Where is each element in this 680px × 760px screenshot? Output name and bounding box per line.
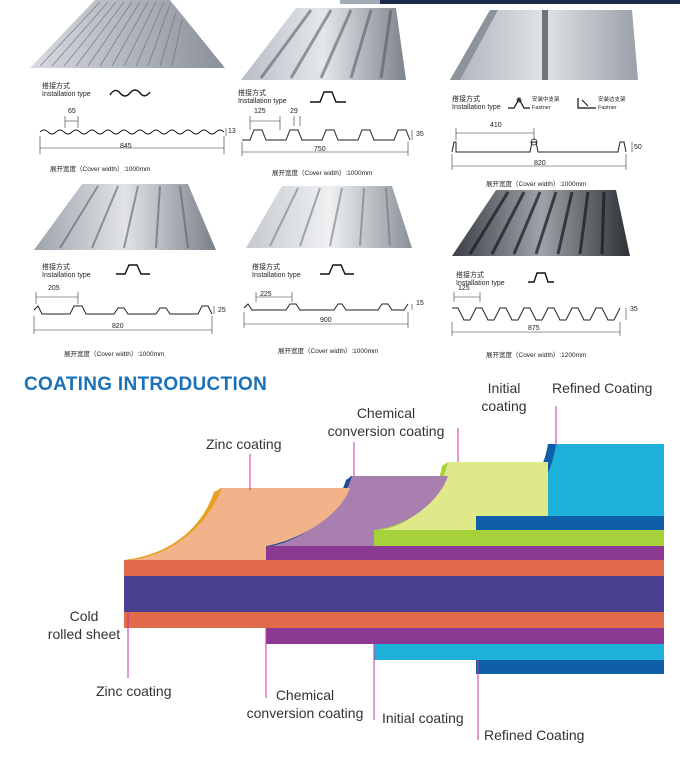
cross-section-drawing	[451, 128, 633, 170]
fastener-edge-icon	[577, 98, 596, 109]
zinc-coating-top	[124, 488, 350, 560]
height-dimension: 13	[228, 128, 236, 135]
height-dimension: 35	[416, 131, 424, 138]
width-dimension: 820	[112, 323, 124, 330]
width-dimension: 750	[314, 146, 326, 153]
initial-layer-lower	[374, 644, 664, 660]
pitch-dimension: 125	[458, 285, 470, 292]
zinc-layer-lower	[124, 612, 664, 628]
roof-sheet-photo	[452, 190, 630, 256]
pitch-dimension: 225	[260, 291, 272, 298]
roof-sheet-photo	[246, 186, 412, 248]
cross-section-drawing	[243, 292, 413, 328]
roof-sheet-photo	[450, 10, 638, 80]
label-refined-bottom: Refined Coating	[484, 727, 585, 743]
refined-layer-lower	[476, 660, 664, 674]
cross-section-drawing	[241, 116, 413, 156]
height-dimension: 35	[630, 306, 638, 313]
roof-sheet-photo	[241, 8, 406, 80]
pitch-dimension: 410	[490, 122, 502, 129]
width-dimension: 820	[534, 160, 546, 167]
roof-sheet-photo	[34, 184, 216, 250]
refined-coating-top	[548, 444, 664, 516]
installation-profile-icon	[109, 89, 151, 97]
label-refined-top: Refined Coating	[552, 380, 653, 396]
installation-profile-icon	[528, 272, 554, 283]
cold-rolled-core	[124, 576, 664, 612]
fastener-center-icon	[508, 97, 530, 109]
width-dimension: 875	[528, 325, 540, 332]
zinc-layer-upper	[124, 560, 664, 576]
installation-profile-icon	[116, 264, 150, 275]
pitch-dimension: 205	[48, 285, 60, 292]
cross-section-drawing	[39, 116, 227, 154]
width-dimension: 845	[120, 143, 132, 150]
cover-width-label: 展开宽度（Cover width）:1000mm	[486, 181, 587, 188]
width-dimension: 900	[320, 317, 332, 324]
cover-width-label: 展开宽度（Cover width）:1200mm	[486, 352, 587, 359]
chemical-layer-lower	[266, 628, 664, 644]
installation-profile-icon	[310, 91, 346, 103]
installation-profile-icon	[320, 264, 354, 275]
pitch-dimension: 125	[254, 108, 266, 115]
height-dimension: 25	[218, 307, 226, 314]
pitch-dimension: 65	[68, 108, 76, 115]
roof-sheet-photo	[30, 0, 225, 68]
cover-width-label: 展开宽度（Cover width）:1000mm	[64, 351, 165, 358]
cross-section-drawing	[451, 292, 627, 336]
height-dimension: 50	[634, 144, 642, 151]
top-decoration-bar	[340, 0, 680, 4]
cross-section-drawing	[33, 292, 215, 334]
label-zinc-coating-top: Zinc coating	[206, 436, 282, 452]
cover-width-label: 展开宽度（Cover width）:1000mm	[50, 166, 151, 173]
cover-width-label: 展开宽度（Cover width）:1000mm	[272, 170, 373, 177]
label-initial-bottom: Initial coating	[382, 710, 464, 726]
height-dimension: 15	[416, 300, 424, 307]
crest-dimension: 29	[290, 108, 298, 115]
section-title: COATING INTRODUCTION	[24, 374, 268, 395]
cover-width-label: 展开宽度（Cover width）:1000mm	[278, 348, 379, 355]
label-zinc-coating-bottom: Zinc coating	[96, 683, 172, 699]
